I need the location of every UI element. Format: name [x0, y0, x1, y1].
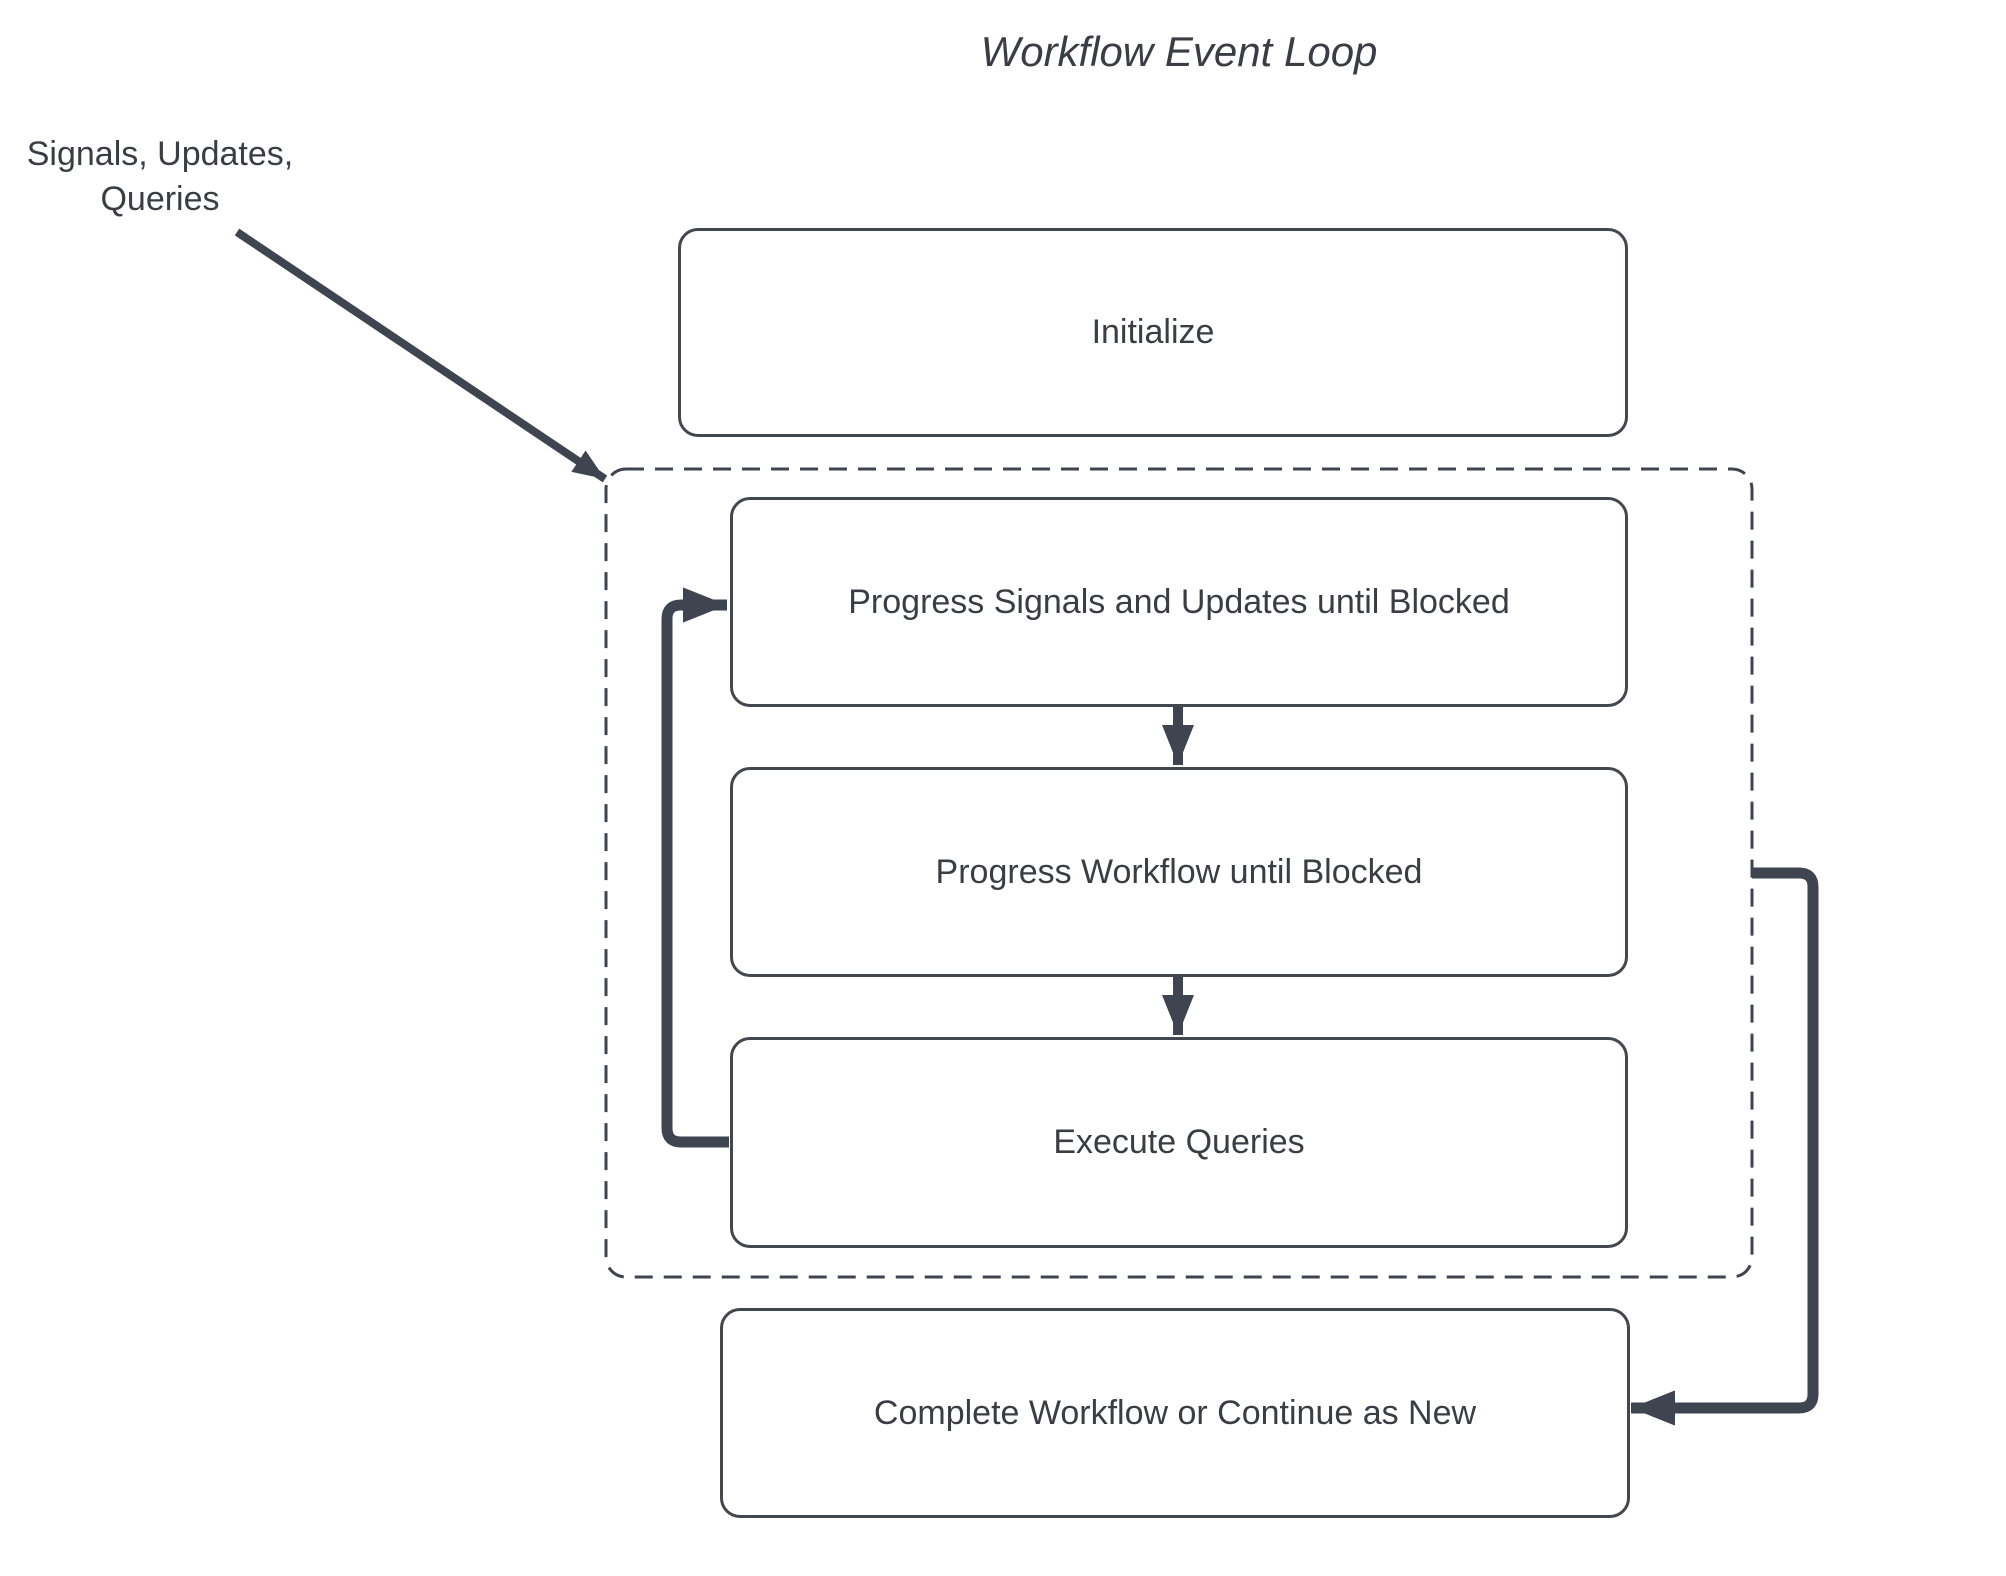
diagram-title: Workflow Event Loop: [980, 28, 1378, 75]
node-progress-workflow-label: Progress Workflow until Blocked: [935, 852, 1423, 891]
edge-input-to-loop: [234, 228, 608, 483]
node-initialize: Initialize: [678, 228, 1628, 437]
node-execute-queries-label: Execute Queries: [1053, 1123, 1305, 1161]
node-complete: Complete Workflow or Continue as New: [720, 1308, 1630, 1518]
node-progress-signals: Progress Signals and Updates until Block…: [730, 497, 1628, 707]
node-progress-signals-label: Progress Signals and Updates until Block…: [848, 582, 1510, 621]
edge-queries-loop-back-to-signals: [661, 587, 729, 1148]
node-initialize-label: Initialize: [1091, 313, 1215, 351]
edge-workflow-exit-to-complete: [1631, 867, 1819, 1426]
node-complete-label: Complete Workflow or Continue as New: [873, 1393, 1477, 1432]
signals-updates-queries-label: Signals, Updates, Queries: [10, 132, 310, 222]
node-progress-workflow: Progress Workflow until Blocked: [730, 767, 1628, 977]
signals-updates-queries-label-line1: Signals, Updates,: [26, 135, 294, 173]
signals-updates-queries-label-line2: Queries: [100, 180, 220, 218]
node-execute-queries: Execute Queries: [730, 1037, 1628, 1248]
